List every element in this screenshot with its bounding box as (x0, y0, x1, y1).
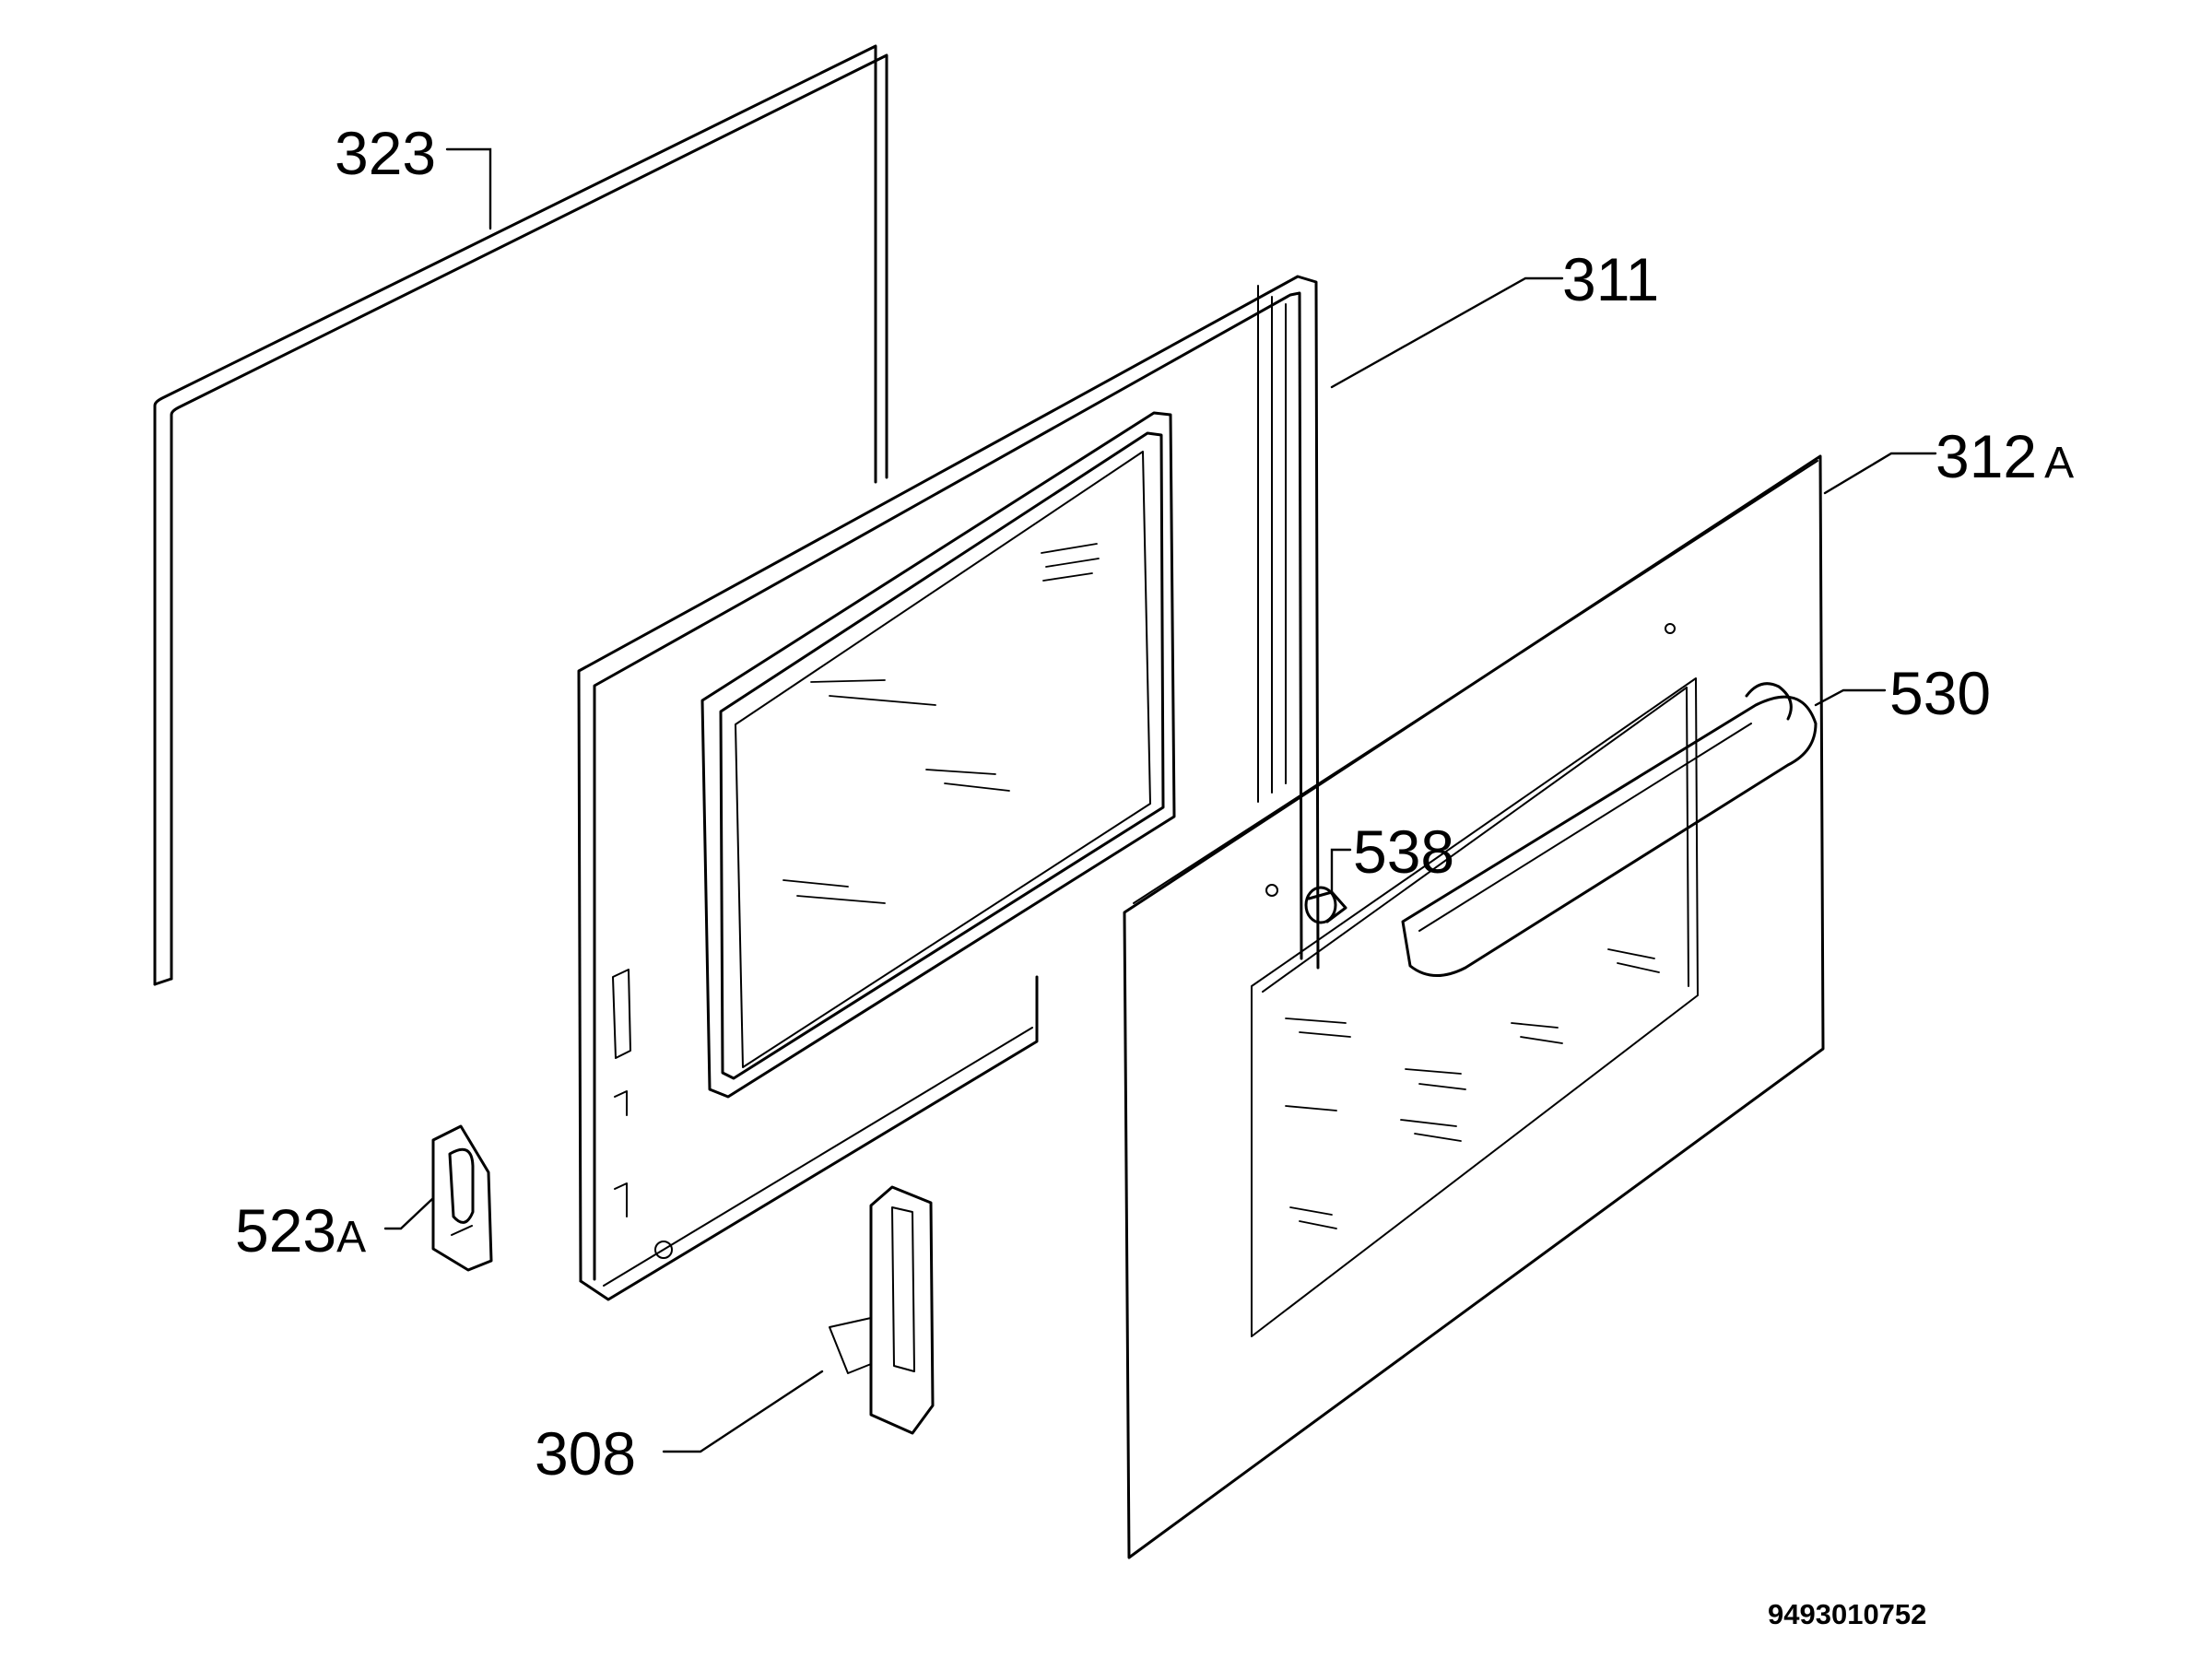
label-311: 311 (1562, 245, 1659, 313)
leader-530 (1814, 688, 1887, 707)
part-312A-outer-glass-panel (1123, 454, 1825, 1559)
leader-308 (662, 1370, 824, 1453)
label-530: 530 (1889, 659, 1991, 727)
label-538: 538 (1353, 817, 1454, 886)
part-538-handle-spacer (1304, 886, 1347, 924)
part-308-door-hinge (829, 1185, 935, 1435)
document-number: 9493010752 (1768, 1598, 1926, 1630)
leader-523A (383, 1196, 435, 1230)
leader-323 (445, 147, 492, 230)
leader-lines (383, 147, 1937, 1453)
label-523A: 523A (235, 1196, 366, 1264)
part-530-door-handle (1401, 682, 1818, 977)
leader-312A (1823, 452, 1937, 495)
leader-311 (1330, 276, 1564, 389)
label-308: 308 (535, 1419, 636, 1488)
label-323: 323 (335, 119, 436, 187)
part-311-inner-door-frame (577, 275, 1320, 1301)
part-523A-hinge-bracket (431, 1124, 493, 1272)
part-323-gasket (153, 44, 888, 986)
leader-538 (1330, 848, 1352, 894)
